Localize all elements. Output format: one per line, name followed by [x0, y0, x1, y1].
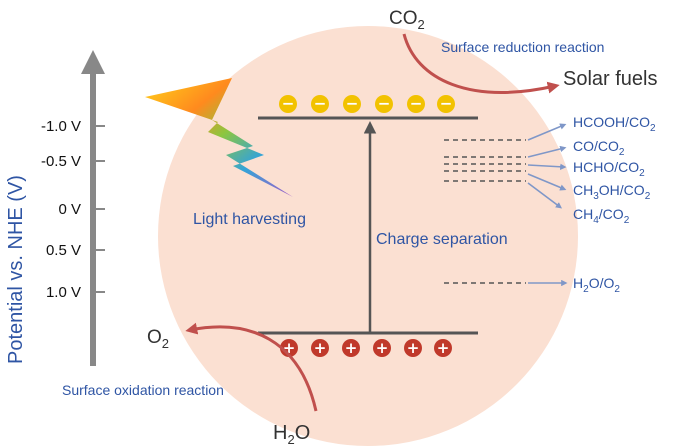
electron: − — [437, 95, 455, 113]
o2-label: O2 — [147, 327, 169, 351]
redox-label: H2O/O2 — [573, 275, 620, 295]
oxidation-arrow — [185, 322, 318, 412]
hole: + — [373, 339, 391, 357]
charge-separation-label: Charge separation — [376, 231, 508, 248]
reduction-arrow — [402, 33, 560, 94]
axis-tick-label: 1.0 V — [46, 284, 81, 301]
svg-text:−: − — [410, 95, 423, 113]
svg-text:+: + — [314, 339, 327, 357]
electron: − — [343, 95, 361, 113]
solar-fuels-label: Solar fuels — [563, 68, 658, 90]
svg-text:+: + — [345, 339, 358, 357]
redox-arrow — [527, 163, 567, 170]
redox-level-lines — [444, 139, 526, 284]
electron: − — [407, 95, 425, 113]
redox-arrow — [527, 123, 567, 141]
svg-text:−: − — [378, 95, 391, 113]
axis-tick-label: 0 V — [58, 201, 81, 218]
hole-row: + + + + + + — [280, 339, 452, 357]
redox-label: CH4/CO2 — [573, 206, 630, 226]
hole: + — [404, 339, 422, 357]
svg-text:−: − — [314, 95, 327, 113]
hole: + — [311, 339, 329, 357]
redox-label: HCHO/CO2 — [573, 159, 645, 179]
electron: − — [375, 95, 393, 113]
surface-oxidation-label: Surface oxidation reaction — [62, 382, 224, 398]
redox-label: CO/CO2 — [573, 138, 625, 158]
surface-reduction-label: Surface reduction reaction — [441, 39, 604, 55]
redox-label: CH3OH/CO2 — [573, 182, 651, 202]
electron: − — [279, 95, 297, 113]
lightning-bolt-icon — [145, 78, 293, 197]
svg-text:−: − — [440, 95, 453, 113]
redox-labels: HCOOH/CO2 CO/CO2 HCHO/CO2 CH3OH/CO2 CH4/… — [573, 114, 656, 295]
redox-arrow — [527, 182, 563, 209]
electron: − — [311, 95, 329, 113]
co2-label: CO2 — [389, 8, 425, 32]
redox-arrow — [527, 173, 567, 191]
redox-label: HCOOH/CO2 — [573, 114, 656, 134]
svg-text:+: + — [376, 339, 389, 357]
axis-ticks: -1.0 V -0.5 V 0 V 0.5 V 1.0 V — [41, 118, 105, 301]
electron-row: − − − − − − — [279, 95, 455, 113]
svg-text:+: + — [407, 339, 420, 357]
axis-tick-label: 0.5 V — [46, 242, 81, 259]
redox-arrow — [527, 145, 567, 158]
axis-tick-label: -0.5 V — [41, 153, 81, 170]
h2o-label: H2O — [273, 422, 310, 446]
svg-text:−: − — [346, 95, 359, 113]
svg-text:−: − — [282, 95, 295, 113]
semiconductor-particle — [158, 26, 578, 446]
hole: + — [342, 339, 360, 357]
light-harvesting-label: Light harvesting — [193, 211, 306, 228]
redox-arrows — [527, 123, 568, 287]
axis-label: Potential vs. NHE (V) — [5, 175, 27, 364]
axis-tick-label: -1.0 V — [41, 118, 81, 135]
svg-text:+: + — [437, 339, 450, 357]
hole: + — [434, 339, 452, 357]
